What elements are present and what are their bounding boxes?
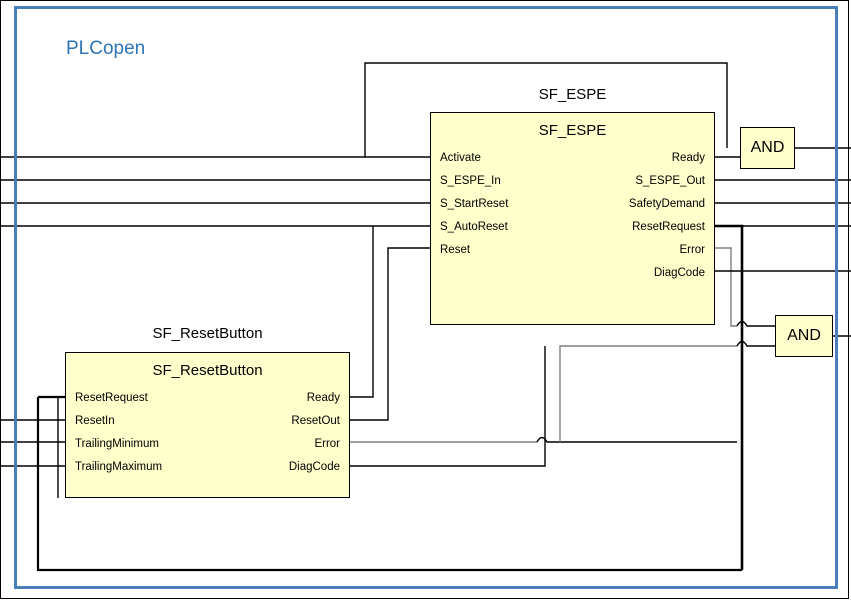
and-gate-top[interactable]: AND: [740, 127, 795, 169]
port-in-rb-resetrequest[interactable]: ResetRequest: [75, 392, 148, 404]
port-out-rb-diagcode[interactable]: DiagCode: [288, 461, 340, 473]
sf-resetbutton-type-name: SF_ResetButton: [152, 362, 263, 379]
wire-resetbutton-error-riser: [559, 345, 737, 442]
port-in-activate[interactable]: Activate: [440, 152, 481, 164]
and-gate-top-label: AND: [750, 139, 785, 156]
port-in-s-startreset[interactable]: S_StartReset: [440, 198, 509, 210]
and-gate-bottom[interactable]: AND: [775, 315, 833, 357]
and-gate-bottom-label: AND: [787, 327, 821, 344]
port-in-s-autoreset[interactable]: S_AutoReset: [440, 221, 508, 233]
port-in-reset[interactable]: Reset: [440, 244, 471, 256]
port-out-diagcode[interactable]: DiagCode: [653, 267, 705, 279]
wire-resetbutton-ready: [350, 226, 374, 398]
port-in-rb-resetin[interactable]: ResetIn: [75, 415, 115, 427]
wire-espe-error-to-and: [715, 247, 737, 327]
wire-resetbutton-error-hop2: [736, 340, 775, 347]
wire-resetbutton-diagcode: [350, 346, 546, 467]
wire-top-rail: [364, 62, 728, 157]
function-block-sf-resetbutton[interactable]: SF_ResetButton ResetRequest ResetIn Trai…: [65, 352, 350, 498]
port-in-rb-trailingminimum[interactable]: TrailingMinimum: [75, 438, 159, 450]
port-out-rb-ready[interactable]: Ready: [306, 392, 340, 404]
port-out-ready[interactable]: Ready: [671, 152, 705, 164]
port-in-rb-trailingmaximum[interactable]: TrailingMaximum: [75, 461, 163, 473]
port-out-rb-error[interactable]: Error: [314, 438, 340, 450]
port-out-resetrequest[interactable]: ResetRequest: [632, 221, 705, 233]
port-out-rb-resetout[interactable]: ResetOut: [291, 415, 340, 427]
sf-espe-instance-name: SF_ESPE: [538, 86, 607, 103]
port-in-s-espe-in[interactable]: S_ESPE_In: [440, 175, 501, 187]
plcopen-title: PLCopen: [66, 38, 146, 59]
wire-resetbutton-error-hop: [536, 436, 737, 443]
port-out-error[interactable]: Error: [679, 244, 705, 256]
sf-resetbutton-instance-name: SF_ResetButton: [152, 325, 263, 342]
wire-resetout-to-reset: [350, 247, 430, 421]
port-out-s-espe-out[interactable]: S_ESPE_Out: [635, 175, 705, 187]
wire-resetrequest-bus: [715, 224, 744, 570]
port-out-safetydemand[interactable]: SafetyDemand: [628, 198, 705, 210]
function-block-sf-espe[interactable]: SF_ESPE Activate S_ESPE_In S_StartReset …: [430, 112, 715, 325]
sf-espe-type-name: SF_ESPE: [538, 122, 607, 139]
